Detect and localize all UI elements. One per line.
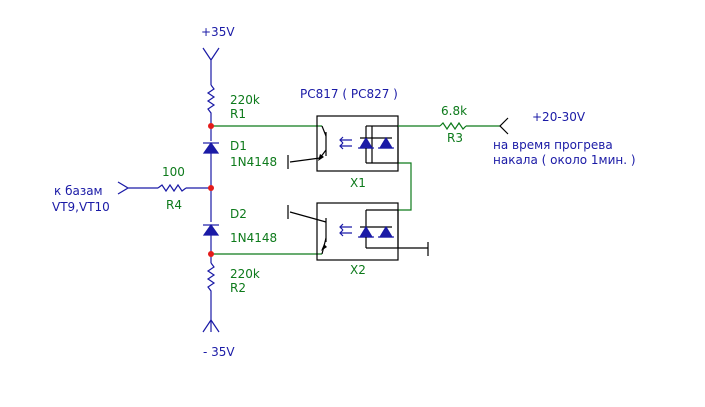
input-label-line1: к базам xyxy=(54,184,103,198)
x2-optocoupler xyxy=(287,202,429,261)
r4-ref-label: R4 xyxy=(166,198,182,212)
d2-diode xyxy=(202,223,220,236)
supply-label: +20-30V xyxy=(532,110,586,124)
vplus-terminal xyxy=(202,47,220,85)
vplus-label: +35V xyxy=(201,25,235,39)
junction-r2 xyxy=(208,251,214,257)
r2-value-label: 220k xyxy=(230,267,260,281)
d2-ref-label: D2 xyxy=(230,207,247,221)
junction-r1 xyxy=(208,123,214,129)
note-line1: на время прогрева xyxy=(493,138,613,152)
d1-part-label: 1N4148 xyxy=(230,155,277,169)
x2-ref-label: X2 xyxy=(350,263,366,277)
d2-part-label: 1N4148 xyxy=(230,231,277,245)
r3-resistor xyxy=(439,121,467,131)
input-branch xyxy=(117,181,211,195)
vminus-terminal xyxy=(202,318,220,333)
junction-input xyxy=(208,185,214,191)
r2-resistor xyxy=(206,262,216,332)
input-terminal xyxy=(117,181,130,195)
x1-ref-label: X1 xyxy=(350,176,366,190)
input-label-line2: VT9,VT10 xyxy=(52,200,110,214)
x1-optocoupler xyxy=(287,115,399,172)
d1-ref-label: D1 xyxy=(230,139,247,153)
supply-terminal xyxy=(499,117,509,135)
d1-diode xyxy=(202,141,220,154)
r1-value-label: 220k xyxy=(230,93,260,107)
r4-value-label: 100 xyxy=(162,165,185,179)
r3-ref-label: R3 xyxy=(447,131,463,145)
note-line2: накала ( около 1мин. ) xyxy=(493,153,636,167)
r4-resistor xyxy=(157,183,187,193)
r1-ref-label: R1 xyxy=(230,107,246,121)
r1-resistor xyxy=(206,84,216,126)
led-series-wire xyxy=(398,162,412,211)
r2-ref-label: R2 xyxy=(230,281,246,295)
vminus-label: - 35V xyxy=(203,345,235,359)
r3-value-label: 6.8k xyxy=(441,104,467,118)
optocoupler-part-label: PC817 ( PC827 ) xyxy=(300,87,398,101)
vertical-rail xyxy=(202,47,220,333)
